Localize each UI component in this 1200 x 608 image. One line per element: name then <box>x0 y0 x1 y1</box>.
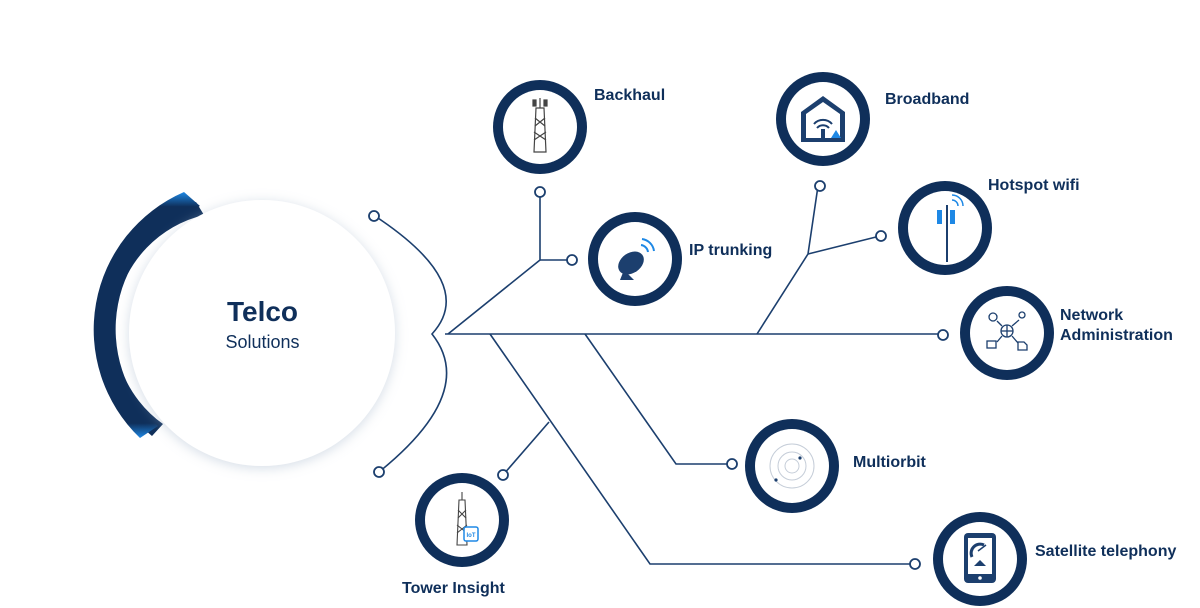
node-network-administration[interactable] <box>960 286 1054 380</box>
branch-tower-insight <box>502 421 550 476</box>
svg-text:IoT: IoT <box>467 533 476 539</box>
label-hotspot-wifi[interactable]: Hotspot wifi <box>988 177 1080 194</box>
branch-satellite <box>489 333 915 565</box>
satellite-dish-icon <box>618 238 655 280</box>
endpoint-dot <box>566 254 578 266</box>
hub-arc-outer <box>93 192 200 438</box>
label-multiorbit[interactable]: Multiorbit <box>853 454 926 471</box>
orbit-icon <box>769 443 815 489</box>
endpoint-dot <box>534 186 546 198</box>
home-wifi-icon <box>801 96 845 142</box>
label-backhaul[interactable]: Backhaul <box>594 87 666 104</box>
wifi-antenna-icon <box>937 194 964 262</box>
satellite-phone-icon <box>964 533 996 583</box>
endpoint-dot <box>937 329 949 341</box>
endpoint-dot <box>726 458 738 470</box>
node-multiorbit[interactable] <box>745 419 839 513</box>
iot-tower-icon: IoT <box>456 492 479 546</box>
label-ip-trunking[interactable]: IP trunking <box>689 242 773 259</box>
node-backhaul[interactable] <box>493 80 587 174</box>
label-satellite-telephony[interactable]: Satellite telephony <box>1035 543 1177 560</box>
endpoint-dots <box>368 180 949 570</box>
hub-title: Telco <box>226 296 299 327</box>
tower-icon <box>532 98 548 153</box>
branch-backhaul <box>447 192 541 335</box>
hub-group <box>93 192 395 466</box>
branch-multiorbit <box>584 333 732 465</box>
connectors <box>374 185 942 565</box>
branch-hotspot <box>807 235 881 255</box>
node-broadband[interactable] <box>776 72 870 166</box>
hub-subtitle: Solutions <box>225 332 300 352</box>
endpoint-dot <box>909 558 921 570</box>
network-admin-icon <box>986 311 1028 351</box>
endpoint-dot <box>368 210 380 222</box>
node-ip-trunking[interactable] <box>588 212 682 306</box>
bracket-arc <box>374 215 448 473</box>
node-tower-insight[interactable]: IoT <box>415 473 509 567</box>
label-tower-insight[interactable]: Tower Insight <box>402 580 505 597</box>
endpoint-dot <box>373 466 385 478</box>
hub-circle <box>129 200 395 466</box>
endpoint-dot <box>497 469 509 481</box>
label-broadband[interactable]: Broadband <box>885 91 970 108</box>
node-satellite-telephony[interactable] <box>933 512 1027 606</box>
endpoint-dot <box>814 180 826 192</box>
label-network-administration[interactable]: Network Administration <box>1060 307 1173 344</box>
node-hotspot-wifi[interactable] <box>898 181 992 275</box>
endpoint-dot <box>875 230 887 242</box>
